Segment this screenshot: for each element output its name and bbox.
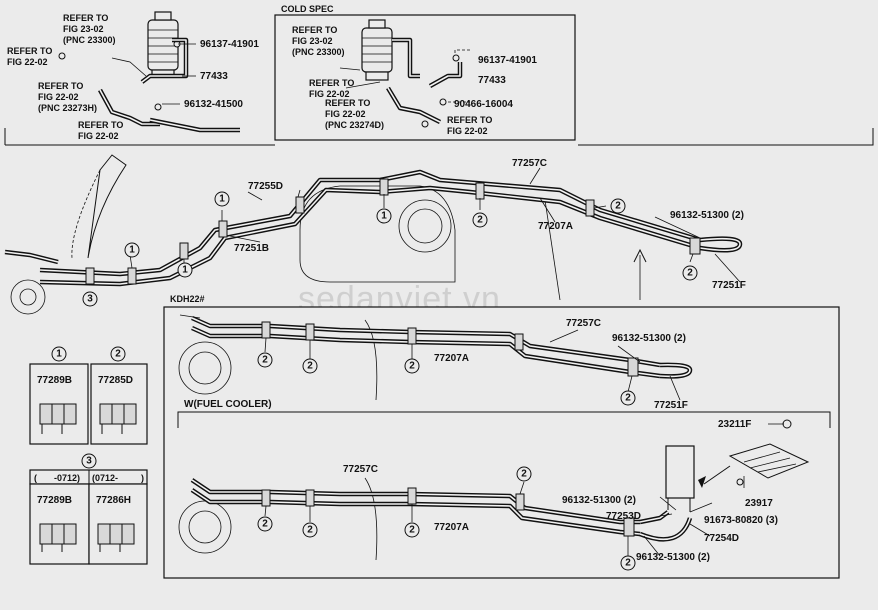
main-callout-1a: 1 [129, 245, 135, 256]
part-96132-51300-label: 96132-51300 (2) [670, 210, 744, 221]
part-77255D-label: 77255D [248, 181, 283, 192]
kdh-callout-2b: 2 [307, 361, 313, 372]
main-fuel-line-assembly: 1 1 1 1 2 2 2 3 77255D 77251B 77257C 772… [4, 154, 746, 315]
kdh-part-77251F-label: 77251F [654, 400, 688, 411]
part-77251F-label: 77251F [712, 280, 746, 291]
part-96132-41500-label: 96132-41500 [184, 99, 243, 110]
fuel-filter-illustration [147, 11, 181, 77]
kdh22-label: KDH22# [170, 294, 205, 304]
cold-part-90466-label: 90466-16004 [454, 99, 513, 110]
clamp-77289B-illustration [39, 403, 77, 434]
legend-part-77289B-b: 77289B [37, 495, 72, 506]
fuel-cooler-group: W(FUEL COOLER) 2 [177, 399, 831, 571]
fc-callout-2c: 2 [409, 525, 415, 536]
fc-part-77257C-label: 77257C [343, 464, 378, 475]
kdh-callout-2c: 2 [409, 361, 415, 372]
part-91673-label: 91673-80820 (3) [704, 515, 778, 526]
fc-callout-2d: 2 [521, 469, 527, 480]
kdh-part-96132-label: 96132-51300 (2) [612, 333, 686, 344]
part-23211F-label: 23211F [718, 419, 751, 430]
fuel-cooler-label: W(FUEL COOLER) [184, 399, 272, 410]
main-callout-3: 3 [87, 294, 93, 305]
cold-part-96137-label: 96137-41901 [478, 55, 537, 66]
part-23917-label: 23917 [745, 498, 773, 509]
legend-part-77286H: 77286H [96, 495, 131, 506]
fuel-cooler-bracket-illustration [728, 419, 810, 486]
main-callout-2a: 2 [477, 215, 483, 226]
part-77433-label: 77433 [200, 71, 228, 82]
part-77253D-label: 77253D [606, 511, 641, 522]
part-77257C-label: 77257C [512, 158, 547, 169]
fc-part-96132b-label: 96132-51300 (2) [636, 552, 710, 563]
legend-range-after: ) [141, 473, 144, 483]
legend-part-77289B-a: 77289B [37, 375, 72, 386]
kdh22-group: KDH22# 2 2 2 2 77257C 77207A 96132-51300… [163, 294, 840, 579]
legend-callout-2: 2 [115, 349, 121, 360]
main-callout-2b: 2 [615, 201, 621, 212]
cold-part-77433-label: 77433 [478, 75, 506, 86]
part-96137-label: 96137-41901 [200, 39, 259, 50]
clamp-77286H-illustration [97, 523, 135, 552]
kdh-callout-2a: 2 [262, 355, 268, 366]
main-callout-1c: 1 [219, 194, 225, 205]
kdh-part-77207A-label: 77207A [434, 353, 469, 364]
fc-callout-2e: 2 [625, 558, 631, 569]
cold-spec-title: COLD SPEC [281, 4, 334, 14]
clamp-77285D-illustration [99, 403, 137, 434]
legend-part-77285D: 77285D [98, 375, 133, 386]
kdh-callout-2d: 2 [625, 393, 631, 404]
cold-fuel-filter-illustration [361, 19, 393, 81]
fc-callout-2b: 2 [307, 525, 313, 536]
kdh-part-77257C-label: 77257C [566, 318, 601, 329]
legend-callout-3: 3 [86, 456, 92, 467]
fc-part-96132a-label: 96132-51300 (2) [562, 495, 636, 506]
legend-callout-1: 1 [56, 349, 62, 360]
part-77254D-label: 77254D [704, 533, 739, 544]
legend-range-b: (0712- [92, 473, 118, 483]
clamp-legend-1-2: 1 2 77289B 77285D [29, 346, 148, 445]
fc-callout-2a: 2 [262, 519, 268, 530]
main-callout-1d: 1 [381, 211, 387, 222]
legend-range-a: -0712) [54, 473, 80, 483]
fc-part-77207A-label: 77207A [434, 522, 469, 533]
main-callout-2c: 2 [687, 268, 693, 279]
legend-range-before: ( [34, 473, 37, 483]
clamp-legend-3: 3 ( -0712) (0712- ) 77289B 77286H [29, 453, 148, 565]
part-77251B-label: 77251B [234, 243, 269, 254]
clamp-77289B-b-illustration [39, 523, 77, 552]
main-callout-1b: 1 [182, 265, 188, 276]
part-77207A-label: 77207A [538, 221, 573, 232]
